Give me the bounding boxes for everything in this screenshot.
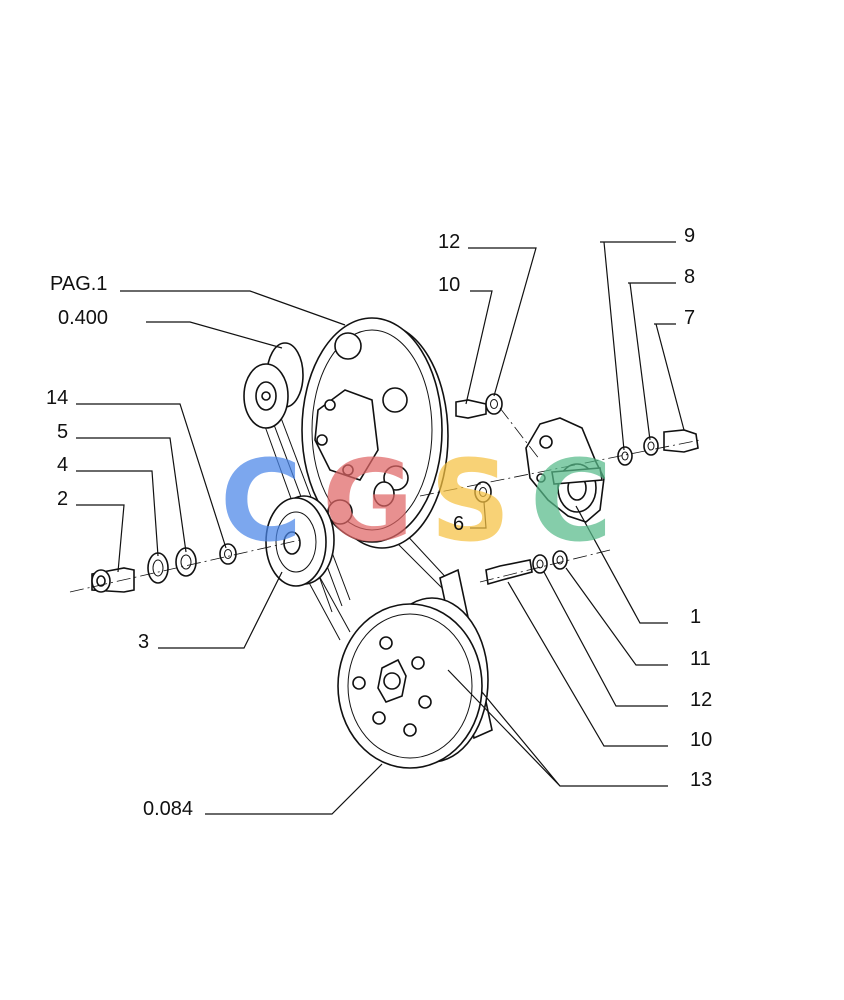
label-part-11: 11 xyxy=(690,648,711,670)
leader-lines xyxy=(76,241,685,815)
label-part-4: 4 xyxy=(57,454,68,476)
label-ref-0400: 0.400 xyxy=(58,307,108,329)
label-part-12-top: 12 xyxy=(438,231,460,253)
label-part-7: 7 xyxy=(684,307,695,329)
label-part-3: 3 xyxy=(138,631,149,653)
assembly-axes xyxy=(69,407,701,593)
label-part-14: 14 xyxy=(46,387,68,409)
tensioner-bracket xyxy=(525,417,605,523)
label-part-1: 1 xyxy=(690,606,701,628)
main-pulley xyxy=(301,317,449,549)
watermark-letter-c1: C xyxy=(220,437,302,567)
watermark-letter-g: G xyxy=(322,437,414,567)
watermark: C G S C xyxy=(220,437,612,567)
idler-pulley xyxy=(265,495,335,587)
watermark-letter-s: S xyxy=(430,437,511,567)
crank-pulley xyxy=(337,597,489,769)
alternator-pulley xyxy=(243,342,304,429)
label-part-6: 6 xyxy=(453,513,464,535)
label-part-9: 9 xyxy=(684,225,695,247)
label-part-5: 5 xyxy=(57,421,68,443)
part-labels: PAG.1 0.400 14 5 4 2 3 0.084 12 10 6 9 8… xyxy=(46,225,712,820)
label-ref-0084: 0.084 xyxy=(143,798,193,820)
label-part-10-bottom: 10 xyxy=(690,729,712,751)
label-part-10-top: 10 xyxy=(438,274,460,296)
label-part-2: 2 xyxy=(57,488,68,510)
label-part-8: 8 xyxy=(684,266,695,288)
label-pag1: PAG.1 xyxy=(50,273,107,295)
label-part-13: 13 xyxy=(690,769,712,791)
label-part-12-bottom: 12 xyxy=(690,689,712,711)
watermark-letter-c2: C xyxy=(530,437,612,567)
